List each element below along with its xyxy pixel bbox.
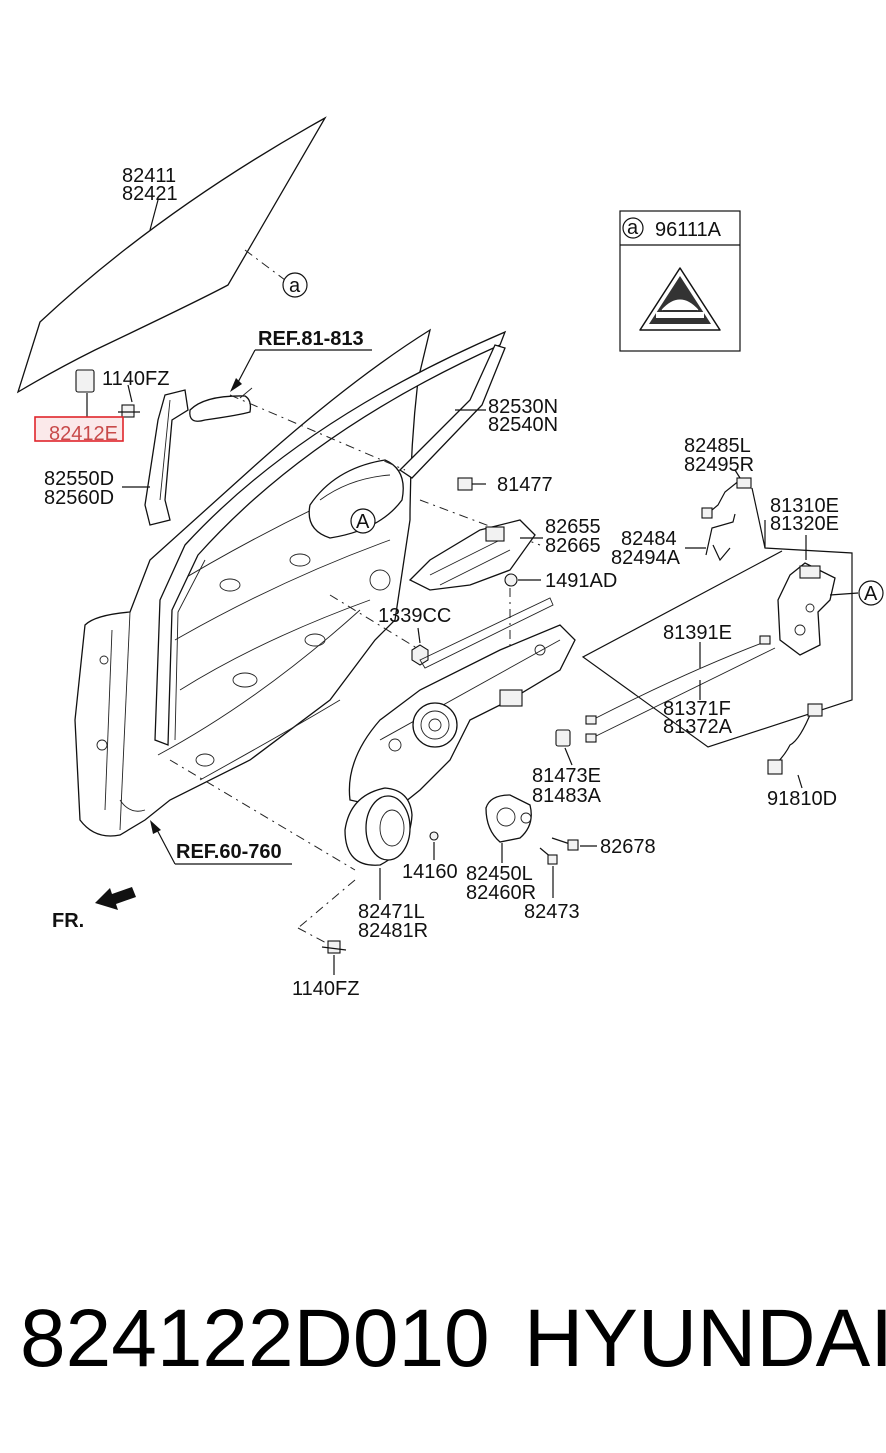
bolt-1140fz-bottom[interactable] [321,940,347,954]
door-latch[interactable] [777,562,836,656]
rear-channel-label-2: 82540N [488,414,558,436]
glass-clip-part[interactable] [75,369,95,418]
svg-text:A: A [864,583,878,605]
outside-handle[interactable] [189,387,253,422]
motor-label-1: 82450L [466,863,533,885]
regulator-label-2: 82481R [358,920,428,942]
wiring-91810d[interactable] [767,703,823,775]
screw-14160[interactable] [429,831,439,841]
bolt-bottom-label: 1140FZ [292,978,359,1000]
speaker[interactable] [344,787,413,866]
ref-top-label[interactable]: REF.81-813 [258,328,364,350]
wire-91810-label: 91810D [767,788,837,810]
inner-handle-recess[interactable] [308,459,404,539]
glass-label-2: 82421 [122,183,178,205]
cable-lower-label-2: 81372A [663,716,733,738]
bolt-81477[interactable] [457,477,486,491]
callout-a-glass: a [282,272,308,298]
highlight-part-label: 82412E [49,423,118,445]
highlight-box [34,416,124,442]
part-number-text: 824122D010 [20,1293,490,1384]
sticker-code-label: 96111A [655,219,722,241]
clip-1491ad-label: 1491AD [545,570,617,592]
svg-text:a: a [289,275,301,297]
rod-bracket-label-1: 82484 [621,528,677,550]
svg-text:a: a [627,217,639,239]
front-channel-label-2: 82560D [44,487,114,509]
cable-upper-label: 81391E [663,622,732,644]
sticker-box: a 96111A [619,210,741,352]
rod-link-label-2: 82495R [684,454,754,476]
motor-label-2: 82460R [466,882,536,904]
screw-82678[interactable] [551,837,579,851]
regulator-label-1: 82471L [358,901,425,923]
latch-label-2: 81320E [770,513,839,535]
bolt-81477-label: 81477 [497,474,553,496]
handle-inner-label-2: 82665 [545,535,601,557]
front-arrow-icon [95,887,136,910]
bolt-1140fz-top[interactable] [118,404,140,418]
handle-inner-label-1: 82655 [545,516,601,538]
lock-cables[interactable] [585,635,776,743]
rod-link-label-1: 82485L [684,435,751,457]
door-sash[interactable] [154,330,507,746]
glass-label-1: 82411 [122,165,176,187]
bolt-top-label: 1140FZ [102,368,169,390]
front-channel-label-1: 82550D [44,468,114,490]
rod-link[interactable] [701,477,752,519]
front-run-channel[interactable] [144,389,189,526]
rear-channel-label-1: 82530N [488,396,558,418]
screw-82473[interactable] [539,847,558,865]
brand-text: HYUNDAI [524,1293,886,1384]
rod-bracket-label-2: 82494A [611,547,681,569]
cable-lower-label-1: 81371F [663,698,731,720]
screw-82678-label: 82678 [600,836,656,858]
clip-1491ad[interactable] [504,573,518,587]
window-regulator[interactable] [348,597,576,811]
fr-label: FR. [52,910,84,932]
window-glass[interactable] [16,116,327,394]
screw-14160-label: 14160 [402,861,458,883]
clip-81473-label-1: 81473E [532,765,601,787]
callout-A-door: A [350,508,376,534]
svg-text:A: A [356,511,370,533]
clip-81473-label-2: 81483A [532,785,602,807]
callout-A-latch: A [858,580,884,606]
window-motor[interactable] [485,794,532,843]
rod-bracket[interactable] [705,513,736,562]
inside-handle-assembly[interactable] [408,519,536,591]
latch-label-1: 81310E [770,495,839,517]
clip-81473e[interactable] [555,729,571,747]
nut-1339cc-label: 1339CC [378,605,451,627]
screw-82473-label: 82473 [524,901,580,923]
ref-bottom-label[interactable]: REF.60-760 [176,841,282,863]
nut-1339cc[interactable] [411,644,429,666]
